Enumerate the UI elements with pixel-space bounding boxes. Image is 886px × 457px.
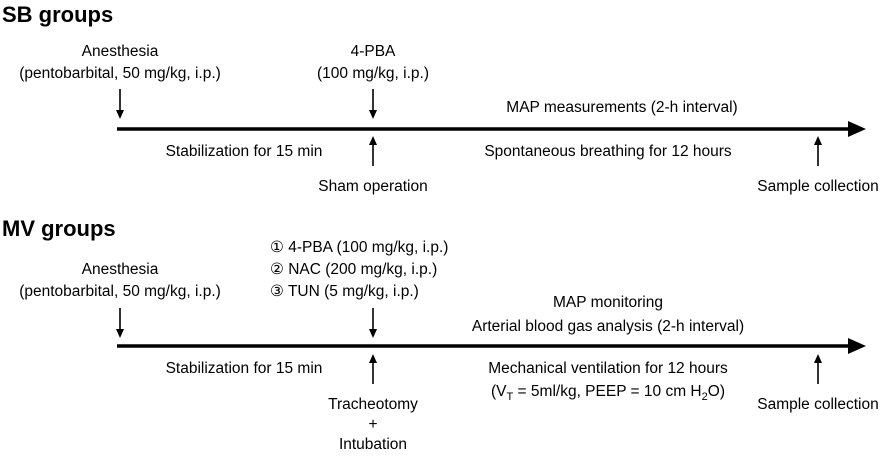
sb-timeline-arrow xyxy=(117,121,866,137)
mv-stabilization-label: Stabilization for 15 min xyxy=(166,360,323,377)
sb-sham-arrow xyxy=(369,136,377,166)
sb-stabilization-label: Stabilization for 15 min xyxy=(166,143,323,160)
mv-anesthesia-dose: (pentobarbital, 50 mg/kg, i.p.) xyxy=(19,283,221,300)
sb-anesthesia-dose: (pentobarbital, 50 mg/kg, i.p.) xyxy=(19,65,221,82)
sb-anesthesia-arrow xyxy=(116,89,124,119)
mv-treatment-item: ③ TUN (5 mg/kg, i.p.) xyxy=(270,283,419,300)
mv-sample-arrow xyxy=(814,354,822,384)
sb-sham-label: Sham operation xyxy=(318,178,427,195)
sb-title: SB groups xyxy=(2,2,113,27)
mv-section: MV groups Anesthesia (pentobarbital, 50 … xyxy=(2,216,879,453)
mv-tracheotomy-plus: + xyxy=(368,416,377,433)
sb-breathing-label: Spontaneous breathing for 12 hours xyxy=(484,143,732,160)
sb-treatment-dose: (100 mg/kg, i.p.) xyxy=(317,65,429,82)
sb-treatment-arrow xyxy=(369,89,377,119)
mv-intubation-label: Intubation xyxy=(339,436,407,452)
mv-tracheotomy-arrow xyxy=(369,354,377,384)
mv-treatment-item: ① 4-PBA (100 mg/kg, i.p.) xyxy=(270,239,448,256)
mv-timeline-arrow xyxy=(117,338,866,354)
sb-treatment-label: 4-PBA xyxy=(351,43,396,60)
mv-treatment-item: ② NAC (200 mg/kg, i.p.) xyxy=(270,261,437,278)
mv-monitoring-label: MAP monitoring xyxy=(553,294,663,311)
sb-sample-arrow xyxy=(814,136,822,166)
sb-measurement-label: MAP measurements (2-h interval) xyxy=(506,99,737,116)
mv-sample-label: Sample collection xyxy=(757,396,878,413)
mv-treatment-arrow xyxy=(369,308,377,338)
sb-anesthesia-label: Anesthesia xyxy=(82,43,159,60)
mv-anesthesia-label: Anesthesia xyxy=(82,261,159,278)
mv-ventilation-params: (VT = 5ml/kg, PEEP = 10 cm H2O) xyxy=(491,383,725,403)
sb-section: SB groups Anesthesia (pentobarbital, 50 … xyxy=(2,2,879,195)
mv-treatment-list: ① 4-PBA (100 mg/kg, i.p.) ② NAC (200 mg/… xyxy=(270,239,448,300)
sb-sample-label: Sample collection xyxy=(757,178,878,195)
mv-anesthesia-arrow xyxy=(116,308,124,338)
mv-tracheotomy-label: Tracheotomy xyxy=(328,396,418,413)
mv-blood-gas-label: Arterial blood gas analysis (2-h interva… xyxy=(472,318,744,335)
mv-title: MV groups xyxy=(2,216,116,241)
mv-ventilation-label: Mechanical ventilation for 12 hours xyxy=(488,360,728,377)
